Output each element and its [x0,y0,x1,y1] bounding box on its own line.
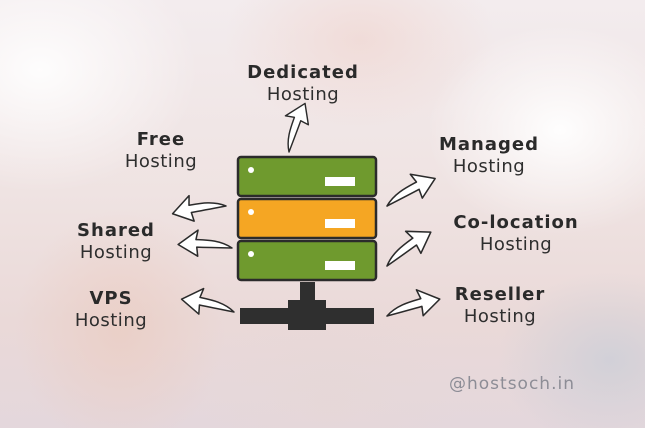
label-dedicated-hosting: Dedicated Hosting [228,62,378,106]
label-colocation-subtitle: Hosting [479,234,553,255]
server-slot-top [325,177,355,186]
label-vps-subtitle: Hosting [74,310,148,331]
label-reseller-title: Reseller [454,284,546,305]
label-vps-hosting: VPS Hosting [36,288,186,332]
server-slot-bottom [325,261,355,270]
curved-arrow-icon-colocation [375,220,439,271]
label-managed-subtitle: Hosting [452,156,526,177]
label-dedicated-subtitle: Hosting [266,84,340,105]
label-shared-title: Shared [77,220,155,241]
watermark-text: @hostsoch.in [449,374,575,394]
server-rack-icon [236,155,378,282]
server-unit-top [236,155,378,198]
server-slot-middle [325,219,355,228]
label-shared-hosting: Shared Hosting [41,220,191,264]
label-colocation-hosting: Co-location Hosting [441,212,591,256]
curved-arrow-icon-dedicated [270,97,318,155]
server-led-bottom [248,251,254,257]
network-connector-icon [240,282,374,330]
label-shared-subtitle: Hosting [79,242,153,263]
label-dedicated-title: Dedicated [247,62,359,83]
label-free-hosting: Free Hosting [86,129,236,173]
server-unit-bottom [236,239,378,282]
server-unit-middle [236,197,378,240]
label-reseller-subtitle: Hosting [463,306,537,327]
server-led-top [248,167,254,173]
label-vps-title: VPS [89,288,133,309]
label-reseller-hosting: Reseller Hosting [425,284,575,328]
label-managed-hosting: Managed Hosting [414,134,564,178]
label-free-subtitle: Hosting [124,151,198,172]
label-managed-title: Managed [439,134,539,155]
label-colocation-title: Co-location [453,212,579,233]
label-free-title: Free [136,129,186,150]
curved-arrow-icon-vps [179,286,237,318]
server-led-middle [248,209,254,215]
